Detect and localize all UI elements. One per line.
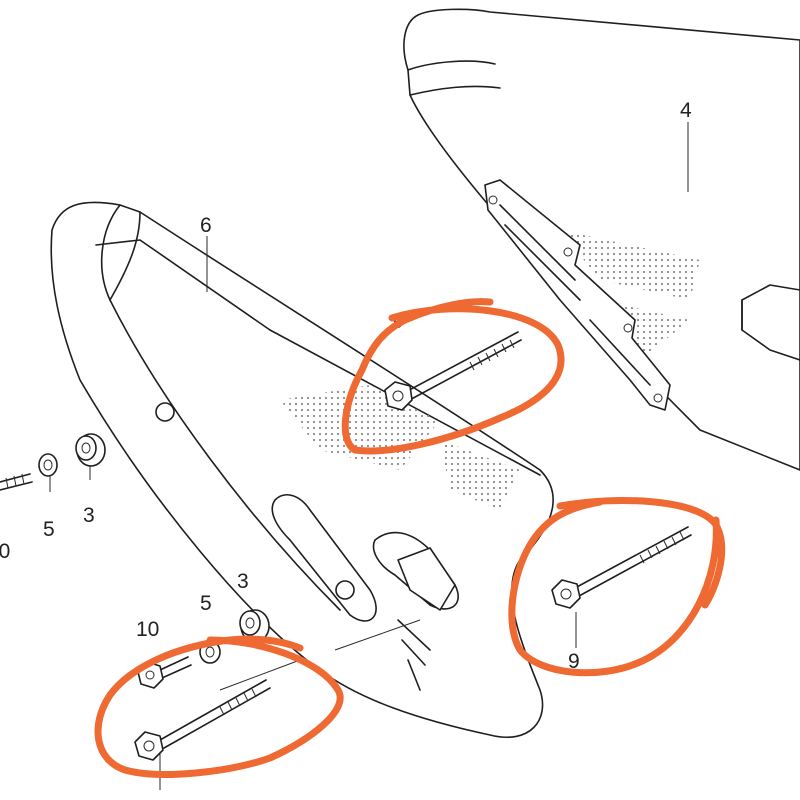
callout-part-5-lower: 5: [200, 592, 212, 615]
circle-lower-bolt: [94, 635, 344, 778]
circle-upper-bolt: [341, 298, 565, 455]
callout-part-10-left: 10: [0, 540, 10, 563]
callout-part-9-right: 9: [568, 650, 580, 673]
callout-part-6: 6: [200, 214, 212, 237]
circle-right-bolt: [508, 497, 726, 677]
callout-part-4: 4: [680, 99, 692, 122]
callout-part-10-lower: 10: [136, 618, 159, 641]
upper-long-bolt: [384, 331, 522, 411]
callout-part-3-left: 3: [83, 504, 95, 527]
left-hardware-cluster: [0, 433, 106, 491]
right-long-bolt: [551, 526, 692, 609]
lower-long-bolt: [134, 679, 271, 761]
heat-shield: [50, 201, 554, 738]
callout-part-5-left: 5: [43, 518, 55, 541]
muffler-mount-bracket: [484, 179, 671, 411]
leader-lines: [49, 122, 689, 790]
highlight-marks: [94, 298, 726, 778]
muffler-body: [403, 8, 800, 471]
callout-part-3-lower: 3: [237, 570, 249, 593]
